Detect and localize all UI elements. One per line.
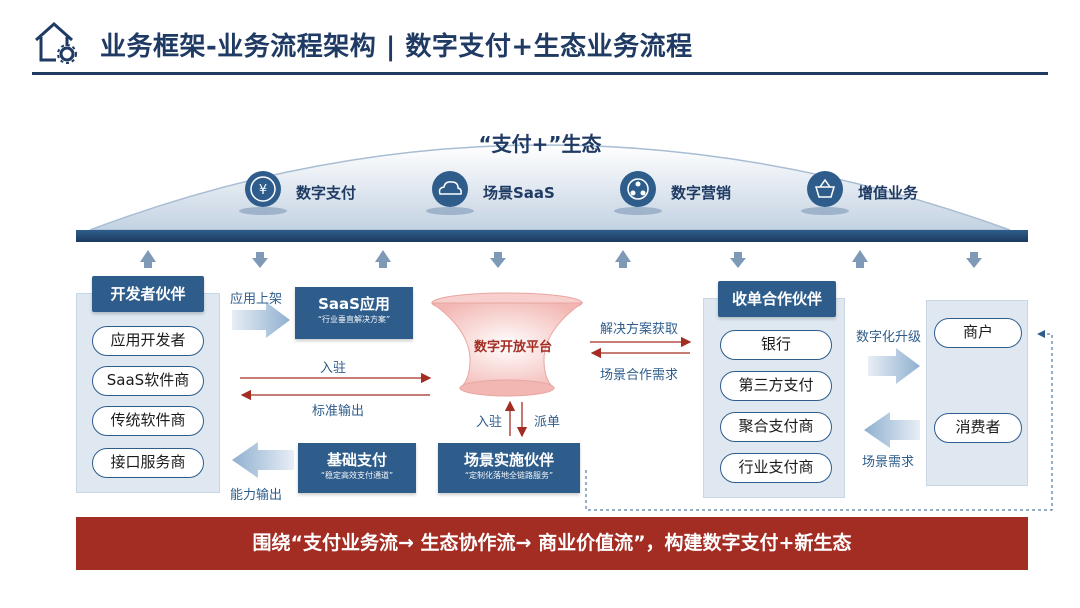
label-scene-demand: 场景合作需求 [600, 368, 679, 383]
developer-item: 应用开发者 [92, 326, 204, 356]
saas-app-title: SaaS应用 [318, 295, 390, 313]
merchant-item: 商户 [934, 318, 1022, 348]
label-capability-output: 能力输出 [230, 488, 283, 503]
basic-payment-title: 基础支付 [326, 451, 387, 469]
basic-payment-box: 基础支付 “稳定高效支付通道” [298, 443, 416, 493]
yen-coin-icon: ¥ [238, 167, 288, 217]
vertical-arrows [140, 250, 982, 268]
scene-partner-box: 场景实施伙伴 “定制化落地全链路服务” [438, 443, 580, 493]
header-divider [32, 72, 1048, 75]
acquiring-panel-title: 收单合作伙伴 [718, 281, 836, 317]
consumer-item: 消费者 [934, 413, 1022, 443]
acquiring-item: 聚合支付商 [720, 412, 832, 442]
scene-partner-title: 场景实施伙伴 [463, 451, 554, 469]
acquiring-item: 行业支付商 [720, 453, 832, 483]
label-scene-need: 场景需求 [862, 455, 915, 470]
basic-payment-subtitle: “稳定高效支付通道” [320, 471, 394, 480]
label-app-listing: 应用上架 [230, 292, 283, 307]
dome-item-value-added: 增值业务 [800, 167, 918, 217]
dome-base-bar [76, 230, 1028, 242]
dome-item-label: 数字支付 [296, 183, 357, 202]
basket-icon [800, 167, 850, 217]
svg-text:¥: ¥ [259, 183, 267, 198]
platform-funnel [430, 292, 584, 397]
developer-panel-title: 开发者伙伴 [92, 276, 204, 312]
developer-item: SaaS软件商 [92, 366, 204, 396]
footer-banner: 围绕“支付业务流→ 生态协作流→ 商业价值流”，构建数字支付+新生态 [76, 517, 1028, 570]
acquiring-item: 银行 [720, 330, 832, 360]
page-title: 业务框架-业务流程架构 | 数字支付+生态业务流程 [100, 32, 693, 62]
developer-item: 传统软件商 [92, 406, 204, 436]
saas-app-subtitle: “行业垂直解决方案” [317, 315, 391, 324]
label-solution-get: 解决方案获取 [600, 322, 679, 337]
developer-item: 接口服务商 [92, 448, 204, 478]
label-settle-in-vertical: 入驻 [476, 415, 503, 430]
network-icon [613, 167, 663, 217]
dome-item-label: 场景SaaS [483, 183, 555, 202]
platform-label: 数字开放平台 [473, 340, 552, 355]
digital-upgrade-arrow [868, 348, 920, 384]
home-gear-icon [35, 21, 77, 64]
scene-need-arrow [864, 412, 920, 448]
cloud-icon [425, 167, 475, 217]
saas-app-box: SaaS应用 “行业垂直解决方案” [295, 287, 413, 339]
acquiring-item: 第三方支付 [720, 371, 832, 401]
label-settle-in: 入驻 [320, 361, 347, 376]
dome-item-label: 增值业务 [858, 183, 919, 202]
label-dispatch: 派单 [534, 415, 561, 430]
dome-item-scene-saas: 场景SaaS [425, 167, 555, 217]
dome-item-label: 数字营销 [671, 183, 732, 202]
app-listing-arrow [232, 302, 290, 338]
feedback-dashed-line [585, 330, 1053, 511]
label-digital-upgrade: 数字化升级 [856, 330, 922, 345]
scene-partner-subtitle: “定制化落地全链路服务” [464, 471, 554, 480]
label-std-output: 标准输出 [312, 404, 365, 419]
dome-item-digital-payment: ¥ 数字支付 [238, 167, 356, 217]
dome-shape [89, 144, 1011, 231]
dome-item-digital-marketing: 数字营销 [613, 167, 731, 217]
capability-output-arrow [232, 442, 294, 478]
dome-title: “支付+”生态 [478, 132, 602, 156]
